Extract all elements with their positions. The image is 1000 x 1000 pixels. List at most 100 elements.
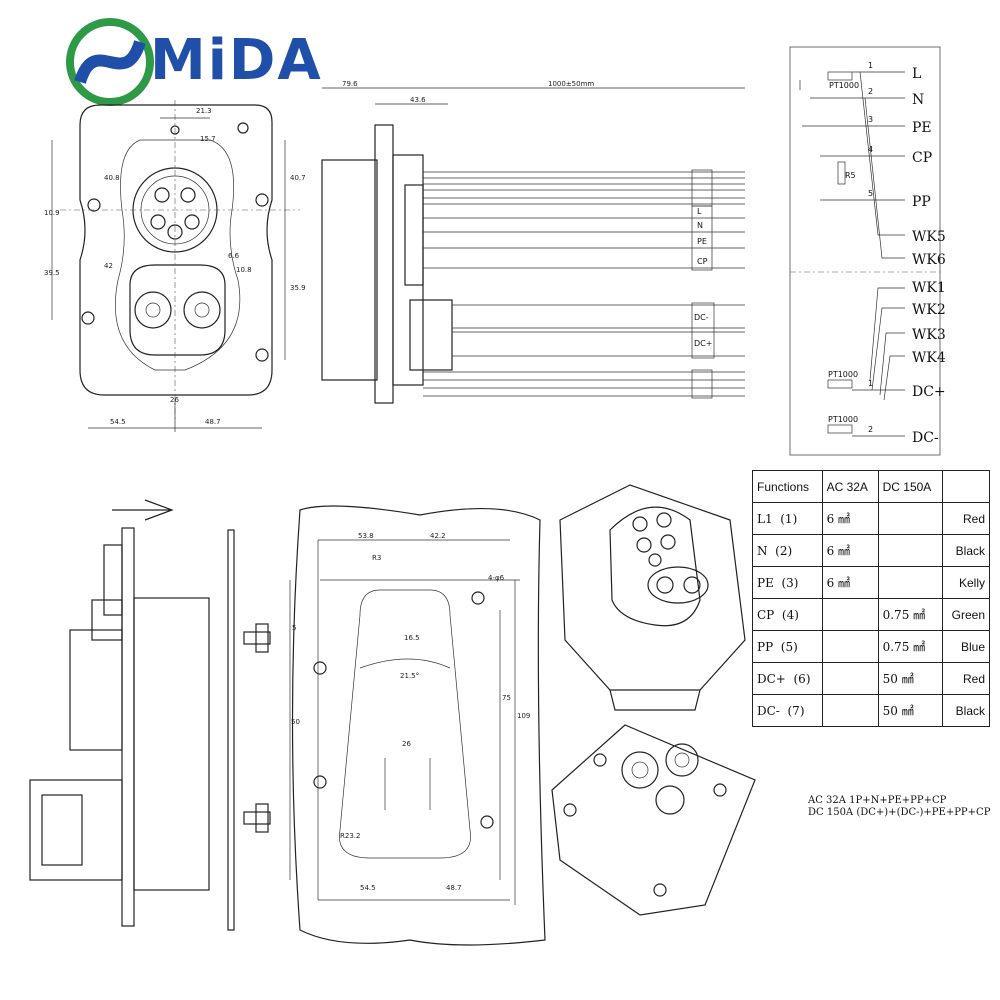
row-fn: N — [757, 543, 768, 558]
sch-name-N: N — [912, 92, 924, 108]
sch-name-dcplus: DC+ — [912, 384, 946, 400]
cutout-dims: 53.8 42.2 4-φ6 R3 16.5 21.5° 5 50 75 109… — [291, 532, 530, 892]
row-dc: 0.75 ㎟ — [877, 630, 943, 663]
config-notes: AC 32A 1P+N+PE+PP+CP DC 150A (DC+)+(DC-)… — [808, 795, 990, 819]
front-view — [51, 100, 300, 432]
sch-pin-dcplus: 1 — [868, 379, 873, 388]
schematic-labels: 1 L 2 N 3 PE 4 CP 5 PP R5 PT1000 WK5 WK6… — [828, 61, 946, 446]
sch-wk5: WK5 — [912, 229, 946, 245]
dim-cut-5: 21.5° — [400, 672, 419, 680]
dim-side-1: 43.6 — [410, 96, 426, 104]
side-view — [321, 87, 745, 404]
dim-front-0: 21.3 — [196, 107, 212, 115]
note-ac: AC 32A 1P+N+PE+PP+CP — [808, 795, 947, 806]
dim-cut-2: 4-φ6 — [488, 574, 505, 582]
note-dc: DC 150A (DC+)+(DC-)+PE+PP+CP — [808, 807, 991, 818]
row-pin: (5) — [780, 639, 798, 654]
row-pin: (1) — [780, 511, 798, 526]
brand-name: MiDA — [150, 28, 323, 93]
sch-pin-5: 5 — [868, 189, 873, 198]
dim-front-3: 40.7 — [290, 174, 306, 182]
side-view-labels: 79.6 43.6 1000±50mm L N PE CP DC- DC+ — [342, 80, 712, 348]
dim-front-10: 54.5 — [110, 418, 126, 426]
row-fn: DC- — [757, 703, 780, 718]
table-header: DC 150A — [877, 470, 943, 503]
wire-label-4: DC- — [694, 313, 709, 322]
dim-front-4: 10.9 — [44, 209, 60, 217]
row-ac — [821, 598, 879, 631]
dim-front-12: 48.7 — [205, 418, 221, 426]
sch-pin-3: 3 — [868, 115, 873, 124]
sch-pin-dcminus: 2 — [868, 425, 873, 434]
dim-cut-11: R23.2 — [340, 832, 360, 840]
row-fn: PP — [757, 639, 774, 654]
dim-cut-12: 54.5 — [360, 884, 376, 892]
row-color: Blue — [941, 630, 991, 663]
row-color: Black — [941, 534, 991, 567]
sch-name-L: L — [912, 66, 921, 82]
row-dc: 0.75 ㎟ — [877, 598, 943, 631]
row-pin: (7) — [787, 703, 805, 718]
table-header — [941, 470, 991, 503]
sch-pin-1: 1 — [868, 61, 873, 70]
sch-sensor-top: PT1000 — [829, 81, 859, 90]
table-row: PE (3) 6 ㎟ Kelly — [752, 566, 991, 599]
wiring-schematic — [789, 46, 941, 456]
sch-wk2: WK2 — [912, 302, 946, 318]
dim-front-9: 10.8 — [236, 266, 252, 274]
sch-name-PE: PE — [912, 120, 932, 136]
dim-cut-7: 50 — [291, 718, 300, 726]
row-pin: (6) — [793, 671, 811, 686]
sch-sensor-mid: PT1000 — [828, 370, 858, 379]
sch-name-CP: CP — [912, 150, 932, 166]
dim-cut-0: 53.8 — [358, 532, 374, 540]
table-row: L1 (1) 6 ㎟ Red — [752, 502, 991, 535]
row-ac — [821, 662, 879, 695]
sch-wk3: WK3 — [912, 327, 946, 343]
sch-pin-2: 2 — [868, 87, 873, 96]
row-dc — [877, 502, 943, 535]
table-header-row: Functions AC 32A DC 150A — [752, 470, 991, 503]
table-row: DC+ (6) 50 ㎟ Red — [752, 662, 991, 695]
table-header: AC 32A — [821, 470, 879, 503]
row-ac: 6 ㎟ — [821, 502, 879, 535]
dim-cut-6: 5 — [292, 624, 296, 632]
logo-ring-green — [66, 18, 154, 106]
sch-pin-4: 4 — [868, 145, 873, 154]
row-color: Red — [941, 662, 991, 695]
row-color: Green — [941, 598, 991, 631]
row-ac: 6 ㎟ — [821, 566, 879, 599]
dim-front-2: 40.8 — [104, 174, 120, 182]
brand-logo — [66, 18, 154, 106]
wire-label-5: DC+ — [694, 339, 712, 348]
table-header: Functions — [752, 470, 823, 503]
sch-name-PP: PP — [912, 194, 931, 210]
isometric-rear-view — [551, 724, 756, 916]
row-ac: 6 ㎟ — [821, 534, 879, 567]
row-fn: PE — [757, 575, 774, 590]
row-dc: 50 ㎟ — [877, 662, 943, 695]
table-row: CP (4) 0.75 ㎟ Green — [752, 598, 991, 631]
isometric-front-view — [559, 484, 746, 711]
wire-label-1: N — [697, 221, 703, 230]
dim-front-11: 26 — [170, 396, 179, 404]
logo-wave-blue — [74, 40, 146, 84]
row-fn: L1 — [757, 511, 773, 526]
row-fn: DC+ — [757, 671, 786, 686]
row-dc: 50 ㎟ — [877, 694, 943, 727]
dim-cut-13: 48.7 — [446, 884, 462, 892]
row-dc — [877, 566, 943, 599]
sch-wk6: WK6 — [912, 252, 946, 268]
sch-name-dcminus: DC- — [912, 430, 939, 446]
row-color: Red — [941, 502, 991, 535]
dim-side-0: 79.6 — [342, 80, 358, 88]
sch-sensor-bot: PT1000 — [828, 415, 858, 424]
row-dc — [877, 534, 943, 567]
table-row: PP (5) 0.75 ㎟ Blue — [752, 630, 991, 663]
row-ac — [821, 694, 879, 727]
front-view-dims: 21.3 15.7 40.8 40.7 10.9 42 39.5 6.6 35.… — [44, 107, 306, 426]
dim-cut-1: 42.2 — [430, 532, 446, 540]
dim-cut-4: 16.5 — [404, 634, 420, 642]
dim-side-2: 1000±50mm — [548, 80, 594, 88]
